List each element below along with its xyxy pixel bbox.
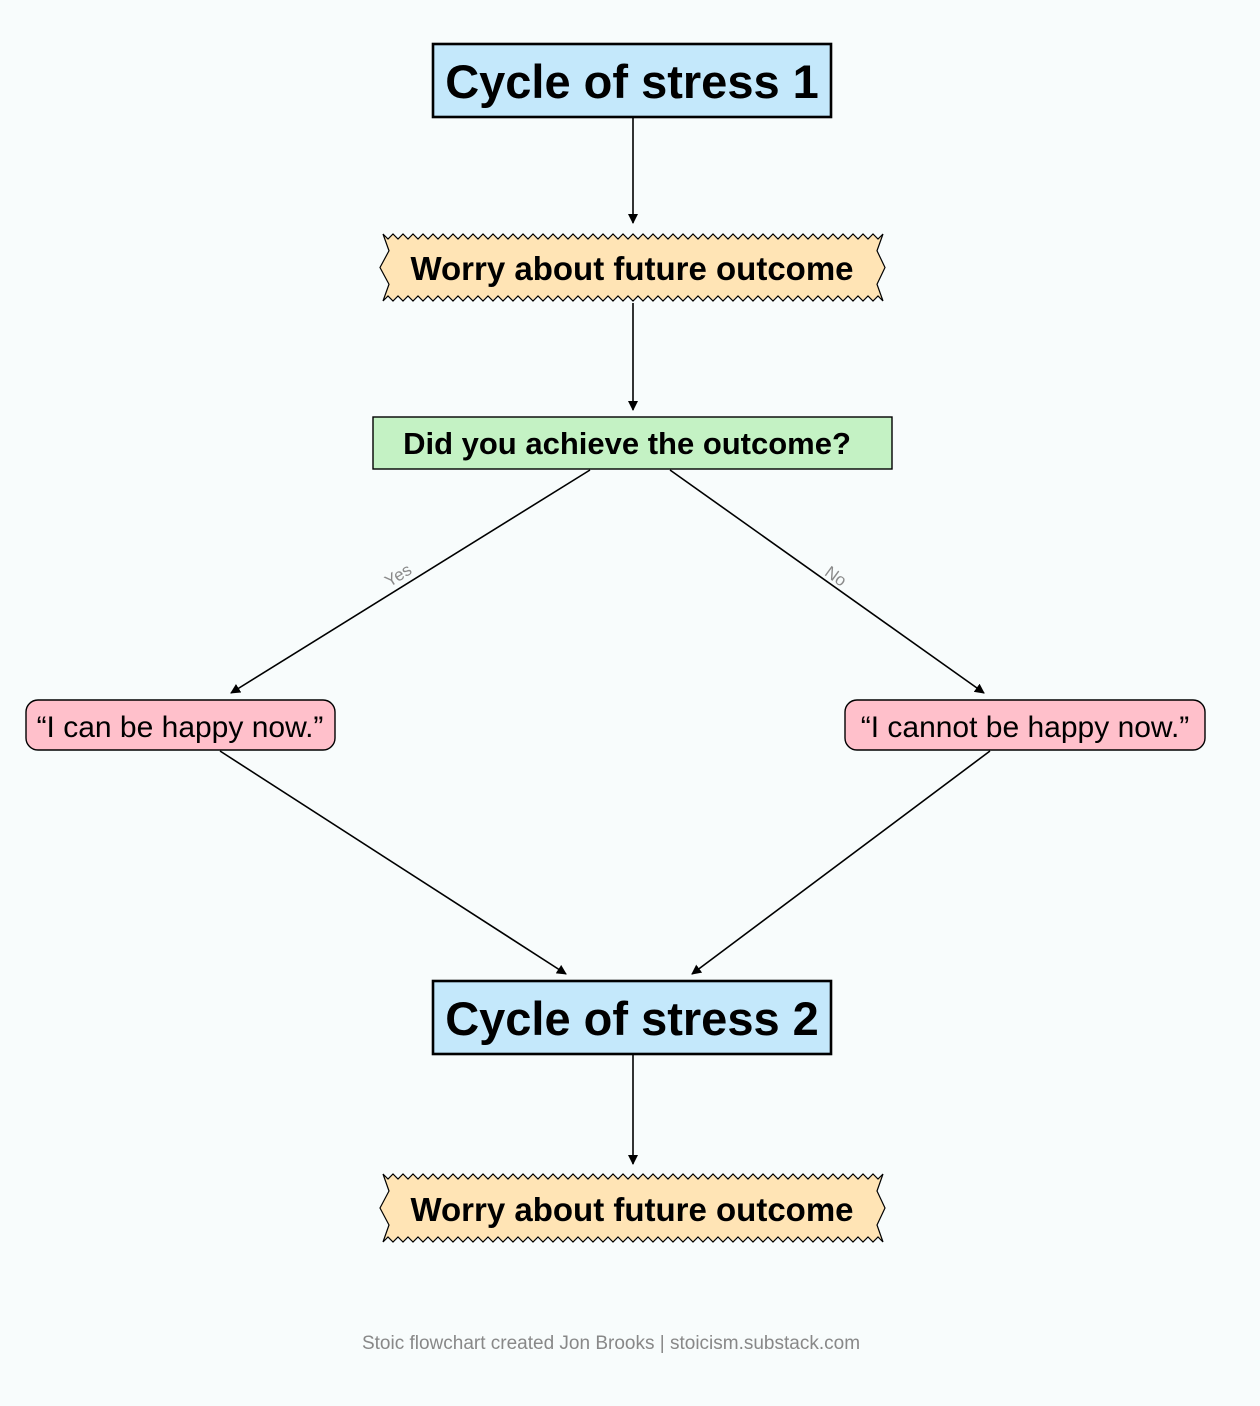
edge-question-to-unhappy [669, 469, 985, 694]
worry-node-1-label: Worry about future outcome [410, 250, 853, 287]
unhappy-node-label: “I cannot be happy now.” [861, 711, 1190, 744]
cycle-of-stress-1-node: Cycle of stress 1 [431, 42, 833, 119]
worry-node-2-label: Worry about future outcome [410, 1191, 853, 1228]
question-node-label: Did you achieve the outcome? [403, 426, 851, 461]
worry-node-1-shape [379, 233, 886, 302]
question-node: Did you achieve the outcome? [372, 416, 893, 470]
happy-node: “I can be happy now.” [25, 699, 336, 751]
worry-node-2-shape [379, 1173, 886, 1243]
edge-happy-to-cycle2 [219, 750, 567, 975]
edge-question-to-happy [230, 469, 591, 694]
unhappy-node: “I cannot be happy now.” [844, 699, 1206, 751]
footer-credit: Stoic flowchart created Jon Brooks | sto… [362, 1333, 860, 1354]
edge-label-no: No [821, 562, 850, 590]
worry-node-1: Worry about future outcome [379, 233, 886, 302]
edge-unhappy-to-cycle2 [691, 750, 991, 975]
edge-label-yes: Yes [381, 560, 415, 591]
cycle-of-stress-1-label: Cycle of stress 1 [445, 55, 819, 108]
cycle-of-stress-2-node: Cycle of stress 2 [431, 979, 833, 1056]
happy-node-label: “I can be happy now.” [37, 711, 324, 744]
worry-node-2: Worry about future outcome [379, 1173, 886, 1243]
cycle-of-stress-2-label: Cycle of stress 2 [445, 992, 819, 1045]
